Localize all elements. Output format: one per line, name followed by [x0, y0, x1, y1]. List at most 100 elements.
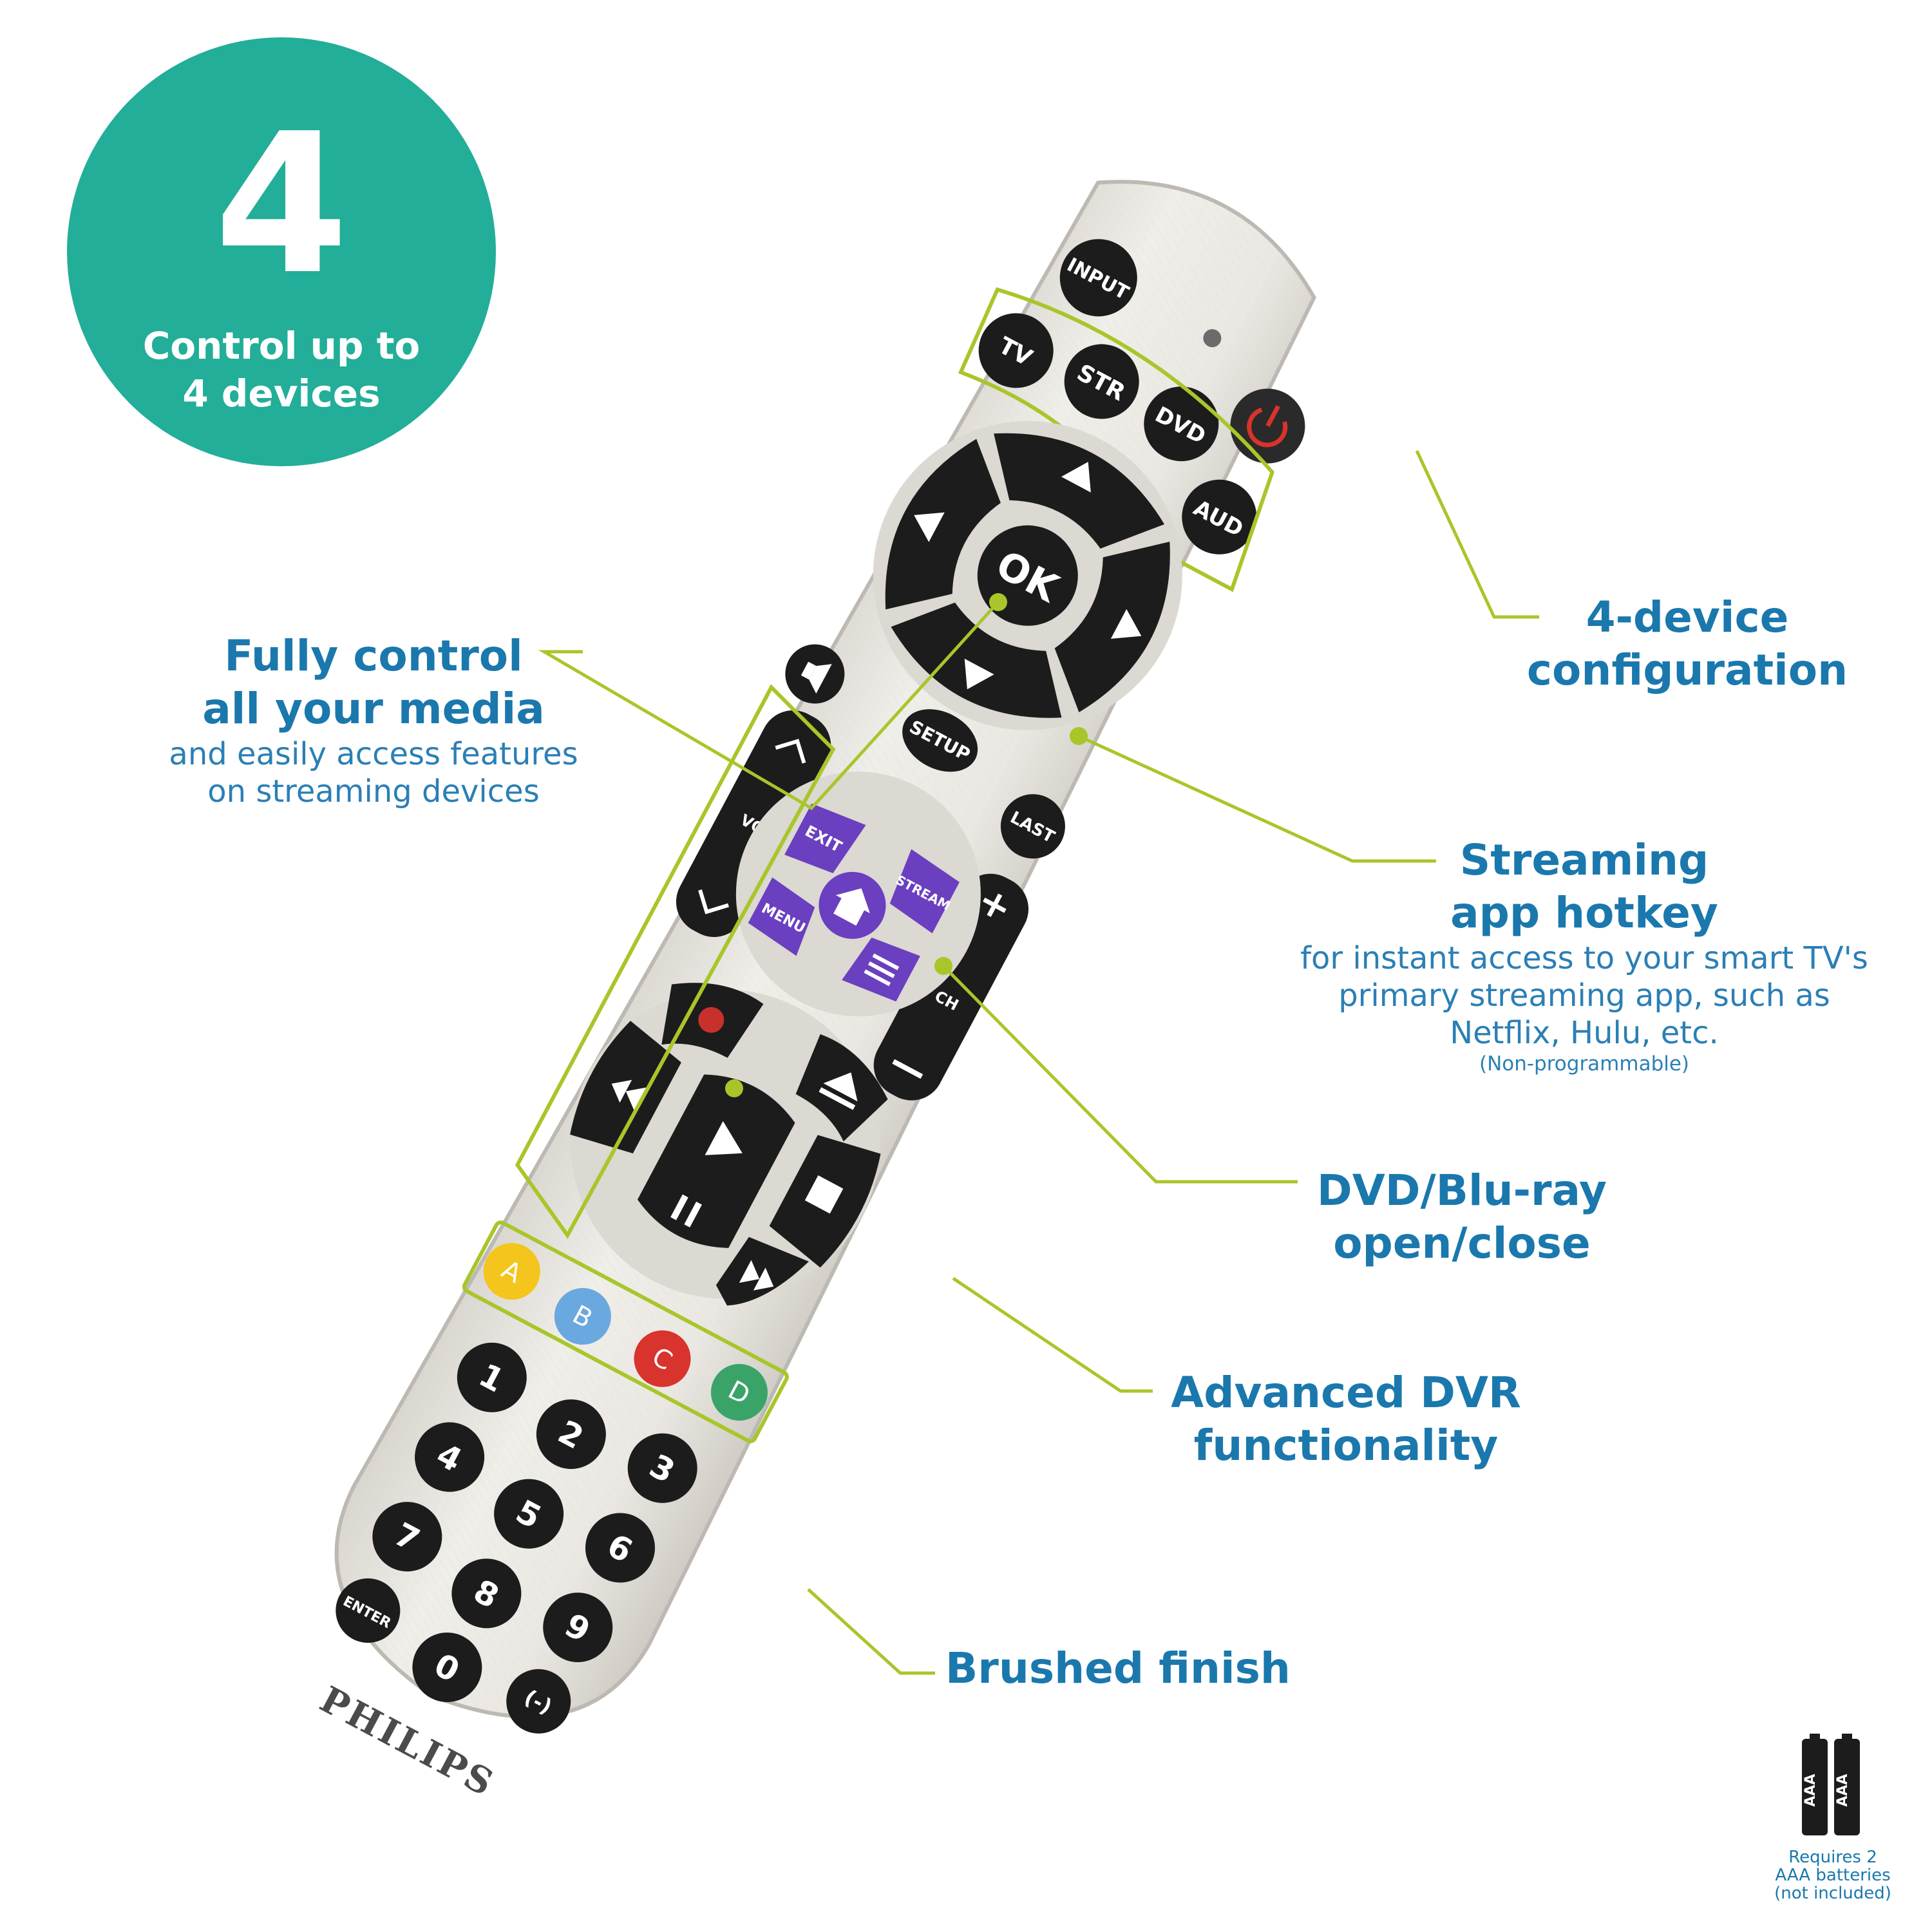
leader-streaming [1077, 734, 1436, 863]
number-pad: 1 2 3 4 5 6 7 8 9 ENTER 0 [325, 1331, 710, 1745]
callout-device-config: 4-device configuration [1481, 591, 1893, 697]
battery-note-line2: AAA batteries [1775, 1866, 1891, 1885]
dpad-down-button[interactable] [877, 582, 1086, 743]
digit-5-button[interactable] [482, 1467, 576, 1561]
enter-button[interactable] [325, 1567, 412, 1654]
up-arrow-icon [1061, 462, 1091, 493]
callout-brushed-finish: Brushed finish [945, 1642, 1383, 1695]
right-arrow-icon [1110, 609, 1142, 639]
callout-media-title-1: Fully control [224, 631, 523, 681]
b-button[interactable] [544, 1278, 621, 1355]
badge-caption: Control up to 4 devices [67, 322, 496, 417]
fast-forward-button[interactable] [710, 1228, 809, 1330]
rewind-icon [611, 1079, 647, 1110]
battery-note: Requires 2 AAA batteries (not included) [1756, 1848, 1910, 1902]
callout-stream-sub-3: Netflix, Hulu, etc. [1450, 1015, 1719, 1051]
d-button[interactable] [701, 1354, 777, 1430]
a-button[interactable] [473, 1233, 550, 1310]
callout-dvr-title-2: functionality [1193, 1421, 1499, 1470]
exit-button[interactable] [784, 798, 866, 882]
dvd-button[interactable] [1131, 374, 1232, 475]
device-config-outline [958, 287, 1274, 592]
mute-icon [800, 661, 832, 694]
callout-dvr: Advanced DVR functionality [1153, 1367, 1539, 1472]
leader-dot-dvd [934, 957, 952, 975]
volume-rocker[interactable] [665, 699, 842, 948]
digit-9-button[interactable] [531, 1580, 625, 1674]
menu-button[interactable] [745, 877, 824, 956]
power-icon [1247, 404, 1288, 448]
home-icon [833, 888, 870, 926]
volume-up-icon [775, 739, 806, 764]
last-button[interactable] [989, 783, 1076, 870]
leader-media [538, 601, 999, 811]
channel-down-icon [892, 1059, 923, 1079]
media-control-outline [515, 684, 836, 1239]
pause-icon-right [684, 1201, 702, 1227]
callout-device-title-2: configuration [1526, 645, 1848, 695]
digit-4-button[interactable] [402, 1410, 497, 1504]
down-arrow-icon [964, 658, 994, 690]
callout-media-sub-1: and easily access features [169, 736, 578, 772]
callout-stream-note: (Non-programmable) [1479, 1052, 1690, 1075]
dpad-right-button[interactable] [1034, 518, 1195, 726]
digit-6-button[interactable] [573, 1501, 667, 1595]
aud-button[interactable] [1169, 466, 1270, 567]
callout-media-control: Fully control all your media and easily … [129, 630, 618, 810]
callout-media-title-2: all your media [202, 684, 545, 734]
options-icon [864, 953, 900, 987]
digit-7-button[interactable] [360, 1490, 454, 1584]
stream-button[interactable] [881, 849, 962, 934]
battery-cell-label-1: AAA [1803, 1774, 1819, 1806]
leader-dvr [952, 1276, 1153, 1393]
callout-dvd-eject: DVD/Blu-ray open/close [1269, 1164, 1655, 1270]
str-button[interactable] [1051, 331, 1152, 432]
leader-dvd [942, 965, 1298, 1184]
battery-note-line1: Requires 2 [1788, 1848, 1877, 1867]
dpad-left-button[interactable] [860, 425, 1022, 634]
channel-rocker[interactable] [862, 862, 1040, 1112]
digit-3-button[interactable] [616, 1421, 710, 1515]
led-indicator [1203, 329, 1222, 348]
battery-note-line3: (not included) [1774, 1884, 1891, 1903]
dash-button[interactable] [495, 1658, 582, 1745]
battery-cell-label-2: AAA [1835, 1774, 1851, 1806]
play-button[interactable] [632, 1063, 801, 1260]
digit-0-button[interactable] [400, 1620, 494, 1714]
leader-dot-media [989, 593, 1007, 611]
leader-dot-dvr [725, 1079, 743, 1097]
callout-streaming-hotkey: Streaming app hotkey for instant access … [1262, 834, 1906, 1076]
badge-number: 4 [214, 92, 349, 317]
callout-dvd-title-1: DVD/Blu-ray [1316, 1166, 1607, 1215]
callout-stream-sub-1: for instant access to your smart TV's [1300, 940, 1868, 976]
record-icon [698, 1007, 724, 1033]
tv-button[interactable] [965, 300, 1066, 401]
input-button[interactable] [1046, 225, 1151, 330]
callout-stream-title-2: app hotkey [1450, 888, 1718, 938]
setup-button[interactable] [891, 697, 989, 784]
stop-icon [804, 1175, 844, 1214]
device-count-badge: 4 Control up to 4 devices [67, 37, 496, 466]
leader-brushed [807, 1588, 935, 1675]
badge-caption-line1: Control up to [142, 324, 421, 368]
callout-media-sub-2: on streaming devices [207, 773, 540, 810]
fast-forward-icon [739, 1260, 774, 1291]
digit-2-button[interactable] [524, 1387, 618, 1481]
callout-stream-sub-2: primary streaming app, such as [1338, 978, 1830, 1014]
leader-device-config [1415, 450, 1539, 619]
eject-icon [819, 1072, 858, 1110]
c-button[interactable] [624, 1320, 701, 1397]
digit-1-button[interactable] [445, 1331, 539, 1425]
badge-caption-line2: 4 devices [182, 372, 381, 415]
leader-dot-streaming [1070, 727, 1088, 745]
pause-icon-left [670, 1194, 688, 1220]
callout-brushed-title: Brushed finish [945, 1643, 1291, 1693]
volume-down-icon [698, 889, 729, 914]
callout-device-title-1: 4-device [1586, 592, 1789, 642]
leader-lines [538, 450, 1539, 1675]
dvr-outline [462, 1220, 789, 1443]
digit-8-button[interactable] [439, 1546, 533, 1640]
dpad-up-button[interactable] [970, 408, 1179, 569]
